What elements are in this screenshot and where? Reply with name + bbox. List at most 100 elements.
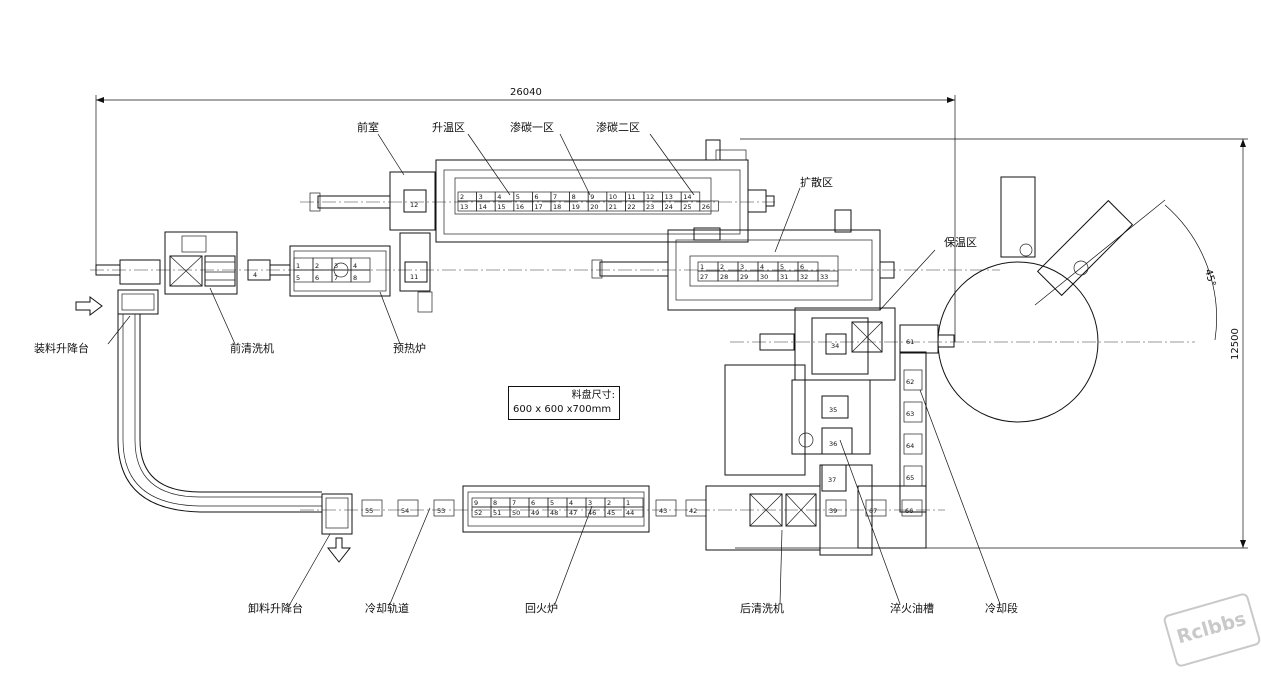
return-slot-cell xyxy=(655,499,677,517)
slot-number: 5 xyxy=(780,263,784,271)
slot-34: 34 xyxy=(831,342,839,350)
slot-number: 12 xyxy=(646,193,654,201)
slot-number: 6 xyxy=(800,263,804,271)
slot-number: 1 xyxy=(296,262,300,270)
slot-number: 8 xyxy=(572,193,576,201)
label-carburizing-1: 渗碳一区 xyxy=(510,120,554,134)
return-slot-cell xyxy=(901,499,923,517)
unload-arrow-icon xyxy=(326,537,352,563)
label-cooling-track: 冷却轨道 xyxy=(365,601,409,615)
slot-number: 25 xyxy=(683,203,691,211)
slot-12: 12 xyxy=(410,201,418,209)
slot-37: 37 xyxy=(828,476,836,484)
return-slot-cell xyxy=(825,499,847,517)
slot-number: 18 xyxy=(553,203,561,211)
cooling-slot-cell xyxy=(903,401,923,423)
return-slot-cell xyxy=(865,499,887,517)
cooling-slot-number: 63 xyxy=(906,410,914,418)
cooling-slot-number: 65 xyxy=(906,474,914,482)
slot-number: 6 xyxy=(534,193,538,201)
label-unloading-lift: 卸料升降台 xyxy=(248,601,303,615)
slot-number: 3 xyxy=(588,499,592,507)
quench-oil-tank: 35 36 37 xyxy=(724,364,873,556)
slot-number: 28 xyxy=(720,273,728,281)
label-quench-oil-tank: 淬火油槽 xyxy=(890,601,934,615)
slot-4: 4 xyxy=(253,271,257,279)
slot-number: 49 xyxy=(531,509,539,517)
cooling-slot-cell xyxy=(903,433,923,455)
slot-number: 6 xyxy=(531,499,535,507)
slot-number: 47 xyxy=(569,509,577,517)
slot-number: 21 xyxy=(609,203,617,211)
return-slot-cell xyxy=(433,499,455,517)
slot-number: 2 xyxy=(720,263,724,271)
slot-number: 50 xyxy=(512,509,520,517)
slot-number: 2 xyxy=(315,262,319,270)
slot-number: 7 xyxy=(512,499,516,507)
label-front-chamber: 前室 xyxy=(357,120,379,134)
slot-number: 45 xyxy=(607,509,615,517)
slot-cell xyxy=(817,270,839,282)
return-slot-number: 66 xyxy=(905,507,913,515)
return-slot-number: 55 xyxy=(365,507,373,515)
slot-number: 44 xyxy=(626,509,634,517)
return-slot-cell xyxy=(397,499,419,517)
return-slot-number: 54 xyxy=(401,507,409,515)
slot-11: 11 xyxy=(410,273,418,281)
pre-washer: 4 xyxy=(164,231,291,295)
slot-number: 13 xyxy=(460,203,468,211)
slot-number: 24 xyxy=(665,203,673,211)
tray-size-value: 600 x 600 x700mm xyxy=(513,404,612,415)
slot-number: 3 xyxy=(740,263,744,271)
turntable: 45° xyxy=(937,176,1217,423)
slot-number: 32 xyxy=(800,273,808,281)
slot-number: 9 xyxy=(474,499,478,507)
label-preheat-furnace: 预热炉 xyxy=(393,342,426,355)
cooling-slot-number: 62 xyxy=(906,378,914,386)
label-post-washer: 后清洗机 xyxy=(740,601,784,615)
slot-number: 5 xyxy=(296,274,300,282)
slot-number: 4 xyxy=(497,193,501,201)
slot-number: 14 xyxy=(683,193,691,201)
return-slot-cell xyxy=(361,499,383,517)
slot-number: 11 xyxy=(627,193,635,201)
slot-number: 7 xyxy=(553,193,557,201)
slot-number: 9 xyxy=(590,193,594,201)
return-slot-number: 67 xyxy=(869,507,877,515)
tray-size-title: 料盘尺寸: xyxy=(571,390,615,401)
slot-number: 10 xyxy=(609,193,617,201)
slot-number: 5 xyxy=(516,193,520,201)
slot-number: 4 xyxy=(353,262,357,270)
label-tempering-furnace: 回火炉 xyxy=(525,602,558,615)
slot-number: 1 xyxy=(700,263,704,271)
label-pre-washer: 前清洗机 xyxy=(230,341,274,355)
label-loading-lift: 装料升降台 xyxy=(34,341,89,355)
chain-conveyor xyxy=(117,314,322,513)
slot-number: 48 xyxy=(550,509,558,517)
slot-number: 33 xyxy=(820,273,828,281)
slot-number: 7 xyxy=(334,274,338,282)
slot-number: 1 xyxy=(626,499,630,507)
slot-number: 51 xyxy=(493,509,501,517)
dimension-width: 26040 xyxy=(95,87,956,342)
slot-number: 3 xyxy=(334,262,338,270)
slot-number: 6 xyxy=(315,274,319,282)
slot-cell xyxy=(623,506,644,518)
width-dimension-text: 26040 xyxy=(510,87,542,98)
loading-lift xyxy=(75,259,161,316)
slot-number: 31 xyxy=(780,273,788,281)
return-slot-number: 39 xyxy=(829,507,837,515)
slot-number: 22 xyxy=(627,203,635,211)
slot-number: 20 xyxy=(590,203,598,211)
slot-36: 36 xyxy=(829,440,837,448)
return-slot-number: 42 xyxy=(689,507,697,515)
